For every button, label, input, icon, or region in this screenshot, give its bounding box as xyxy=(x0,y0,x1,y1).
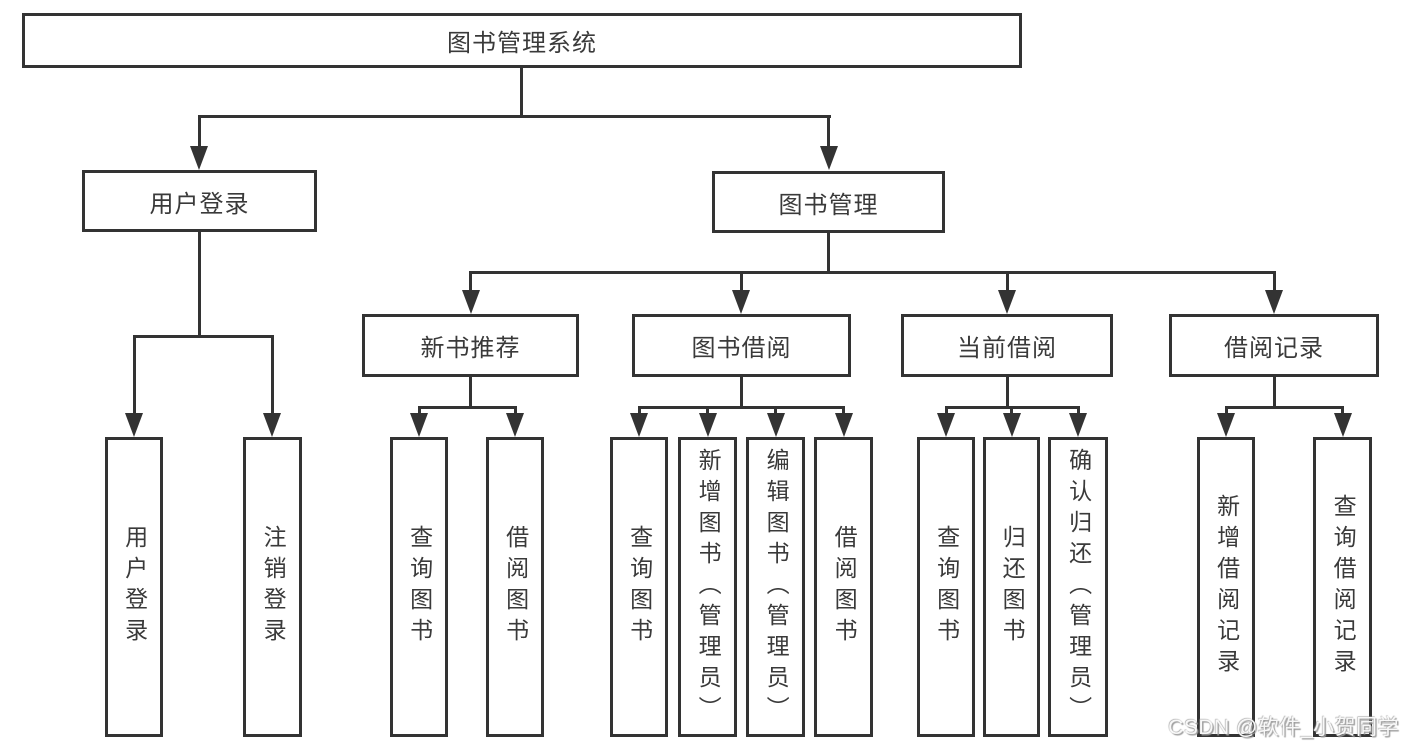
connector-line xyxy=(514,406,517,419)
leaf-label: 新增图书（管理员） xyxy=(695,447,722,727)
leaf-label: 查询借阅记录 xyxy=(1330,494,1357,680)
node-label: 图书管理 xyxy=(778,191,879,219)
arrow-down-icon xyxy=(699,413,717,437)
connector-line xyxy=(418,406,421,419)
connector-line xyxy=(842,406,845,419)
leaf-add-books-admin: 新增图书（管理员） xyxy=(678,437,737,737)
leaf-label: 确认归还（管理员） xyxy=(1065,447,1092,727)
connector-line xyxy=(1273,376,1276,409)
watermark: CSDN @软件_小贺同学 xyxy=(1168,716,1399,739)
connector-line xyxy=(740,271,743,296)
arrow-down-icon xyxy=(767,413,785,437)
arrow-down-icon xyxy=(630,413,648,437)
connector-line xyxy=(271,335,274,419)
connector-line xyxy=(418,406,517,409)
node-user-login: 用户登录 xyxy=(82,170,317,232)
node-book-borrowing: 图书借阅 xyxy=(632,314,851,377)
leaf-label: 借阅图书 xyxy=(831,525,858,649)
connector-line xyxy=(469,376,472,409)
connector-line xyxy=(740,376,743,409)
leaf-borrow-books-recommendation: 借阅图书 xyxy=(486,437,544,737)
arrow-down-icon xyxy=(835,413,853,437)
leaf-label: 注销登录 xyxy=(260,525,287,649)
arrow-down-icon xyxy=(506,413,524,437)
connector-line xyxy=(1077,406,1080,419)
leaf-label: 用户登录 xyxy=(121,525,148,649)
arrow-down-icon xyxy=(937,413,955,437)
connector-line xyxy=(638,406,641,419)
leaf-label: 新增借阅记录 xyxy=(1213,494,1240,680)
node-label: 用户登录 xyxy=(149,190,250,218)
connector-line xyxy=(945,406,948,419)
leaf-edit-books-admin: 编辑图书（管理员） xyxy=(746,437,805,737)
node-library-management-system: 图书管理系统 xyxy=(22,13,1022,68)
leaf-query-books-current: 查询图书 xyxy=(917,437,975,737)
connector-line xyxy=(774,406,777,419)
connector-line xyxy=(1006,376,1009,409)
leaf-user-login: 用户登录 xyxy=(105,437,163,737)
connector-line xyxy=(1225,406,1228,419)
arrow-down-icon xyxy=(1217,413,1235,437)
arrow-down-icon xyxy=(1003,413,1021,437)
arrow-down-icon xyxy=(1069,413,1087,437)
connector-line xyxy=(1273,271,1276,296)
connector-line xyxy=(1225,406,1344,409)
arrow-down-icon xyxy=(410,413,428,437)
node-current-borrowing: 当前借阅 xyxy=(901,314,1113,377)
connector-line xyxy=(1341,406,1344,419)
connector-line xyxy=(827,115,830,150)
connector-line xyxy=(1010,406,1013,419)
node-label: 图书管理系统 xyxy=(447,30,597,57)
connector-line xyxy=(133,335,136,419)
arrow-down-icon xyxy=(820,146,838,170)
leaf-logout: 注销登录 xyxy=(243,437,302,737)
leaf-return-books: 归还图书 xyxy=(983,437,1040,737)
arrow-down-icon xyxy=(190,146,208,170)
arrow-down-icon xyxy=(125,413,143,437)
node-borrowing-records: 借阅记录 xyxy=(1169,314,1379,377)
node-book-management: 图书管理 xyxy=(712,171,945,233)
connector-line xyxy=(827,232,830,274)
arrow-down-icon xyxy=(462,290,480,314)
leaf-label: 编辑图书（管理员） xyxy=(763,447,790,727)
leaf-confirm-return-admin: 确认归还（管理员） xyxy=(1048,437,1108,737)
leaf-label: 查询图书 xyxy=(626,525,653,649)
connector-line xyxy=(198,115,831,118)
arrow-down-icon xyxy=(732,290,750,314)
leaf-query-books-borrowing: 查询图书 xyxy=(610,437,668,737)
leaf-label: 归还图书 xyxy=(999,525,1026,649)
connector-line xyxy=(520,68,523,117)
arrow-down-icon xyxy=(1334,413,1352,437)
leaf-label: 借阅图书 xyxy=(502,525,529,649)
leaf-borrow-books: 借阅图书 xyxy=(814,437,873,737)
leaf-add-borrow-record: 新增借阅记录 xyxy=(1197,437,1255,737)
leaf-label: 查询图书 xyxy=(933,525,960,649)
node-label: 借阅记录 xyxy=(1224,335,1324,362)
leaf-query-books-recommendation: 查询图书 xyxy=(390,437,448,737)
leaf-label: 查询图书 xyxy=(406,525,433,649)
node-label: 新书推荐 xyxy=(420,335,521,362)
arrow-down-icon xyxy=(263,413,281,437)
connector-line xyxy=(1006,271,1009,296)
node-new-book-recommendation: 新书推荐 xyxy=(362,314,579,377)
connector-line xyxy=(706,406,709,419)
arrow-down-icon xyxy=(998,290,1016,314)
connector-line xyxy=(133,335,274,338)
connector-line xyxy=(198,115,201,150)
node-label: 当前借阅 xyxy=(957,335,1057,362)
node-label: 图书借阅 xyxy=(691,335,792,362)
connector-line xyxy=(198,231,201,338)
connector-line xyxy=(469,271,472,296)
arrow-down-icon xyxy=(1265,290,1283,314)
connector-line xyxy=(469,271,1276,274)
leaf-query-borrow-record: 查询借阅记录 xyxy=(1313,437,1372,737)
connector-line xyxy=(638,406,845,409)
